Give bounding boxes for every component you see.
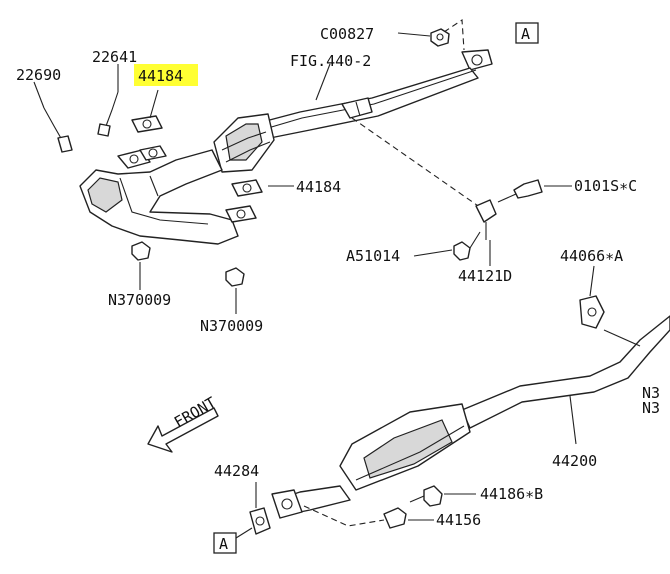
- label-44066-a: 44066∗A: [560, 247, 623, 265]
- label-22690: 22690: [16, 66, 61, 84]
- label-44186-b: 44186∗B: [480, 485, 543, 503]
- label-44121d: 44121D: [458, 267, 512, 285]
- leader-lines: [33, 32, 595, 521]
- leader-ref-a-bottom: [235, 527, 253, 539]
- dashed-leader-lower: [303, 505, 385, 527]
- label-fig-440-2: FIG.440-2: [290, 52, 371, 70]
- sensor-22641: [97, 91, 119, 137]
- hanger-44066: [579, 295, 605, 329]
- exhaust-manifold: [79, 145, 257, 245]
- gasket-44184-lower: [231, 179, 263, 197]
- label-44156: 44156: [436, 511, 481, 529]
- label-c00827: C00827: [320, 25, 374, 43]
- label-n3-a: N3: [642, 384, 660, 402]
- dashed-leader-bracket: [351, 117, 485, 211]
- lower-catalytic-converter: [339, 403, 471, 491]
- label-n3-b: N3: [642, 399, 660, 417]
- bracket-44121d: [475, 199, 497, 240]
- label-n370009-b: N370009: [200, 317, 263, 335]
- ref-box-a-top: A: [515, 22, 539, 44]
- label-n370009-a: N370009: [108, 291, 171, 309]
- front-flange-pipe: [271, 485, 351, 519]
- ref-a-bottom-text: A: [219, 535, 228, 553]
- ref-a-top-text: A: [521, 25, 530, 43]
- label-highlight: [134, 64, 198, 86]
- label-a51014: A51014: [346, 247, 400, 265]
- upper-catalytic-converter: [213, 113, 275, 173]
- bolt-0101s: [497, 179, 543, 203]
- gasket-44284: [249, 507, 271, 535]
- label-44284: 44284: [214, 462, 259, 480]
- label-0101s-c: 0101S∗C: [574, 177, 637, 195]
- gasket-44184-upper: [131, 115, 163, 133]
- label-44184: 44184: [296, 178, 341, 196]
- label-44200: 44200: [552, 452, 597, 470]
- dashed-leader-c00827: [443, 19, 465, 51]
- ref-box-a-bottom: A: [213, 532, 237, 554]
- nut-c00827: [430, 28, 450, 47]
- rear-exhaust-pipe: [461, 315, 670, 429]
- front-direction-arrow: FRONT: [147, 393, 219, 453]
- sensor-22690: [43, 107, 73, 153]
- label-22641: 22641: [92, 48, 137, 66]
- bolt-a51014: [453, 231, 481, 261]
- nut-n370009-a: [131, 241, 151, 261]
- bolt-44156: [383, 507, 407, 529]
- label-44184-highlighted: 44184: [138, 67, 183, 85]
- bolt-44186: [409, 485, 443, 507]
- nut-n370009-b: [225, 267, 245, 287]
